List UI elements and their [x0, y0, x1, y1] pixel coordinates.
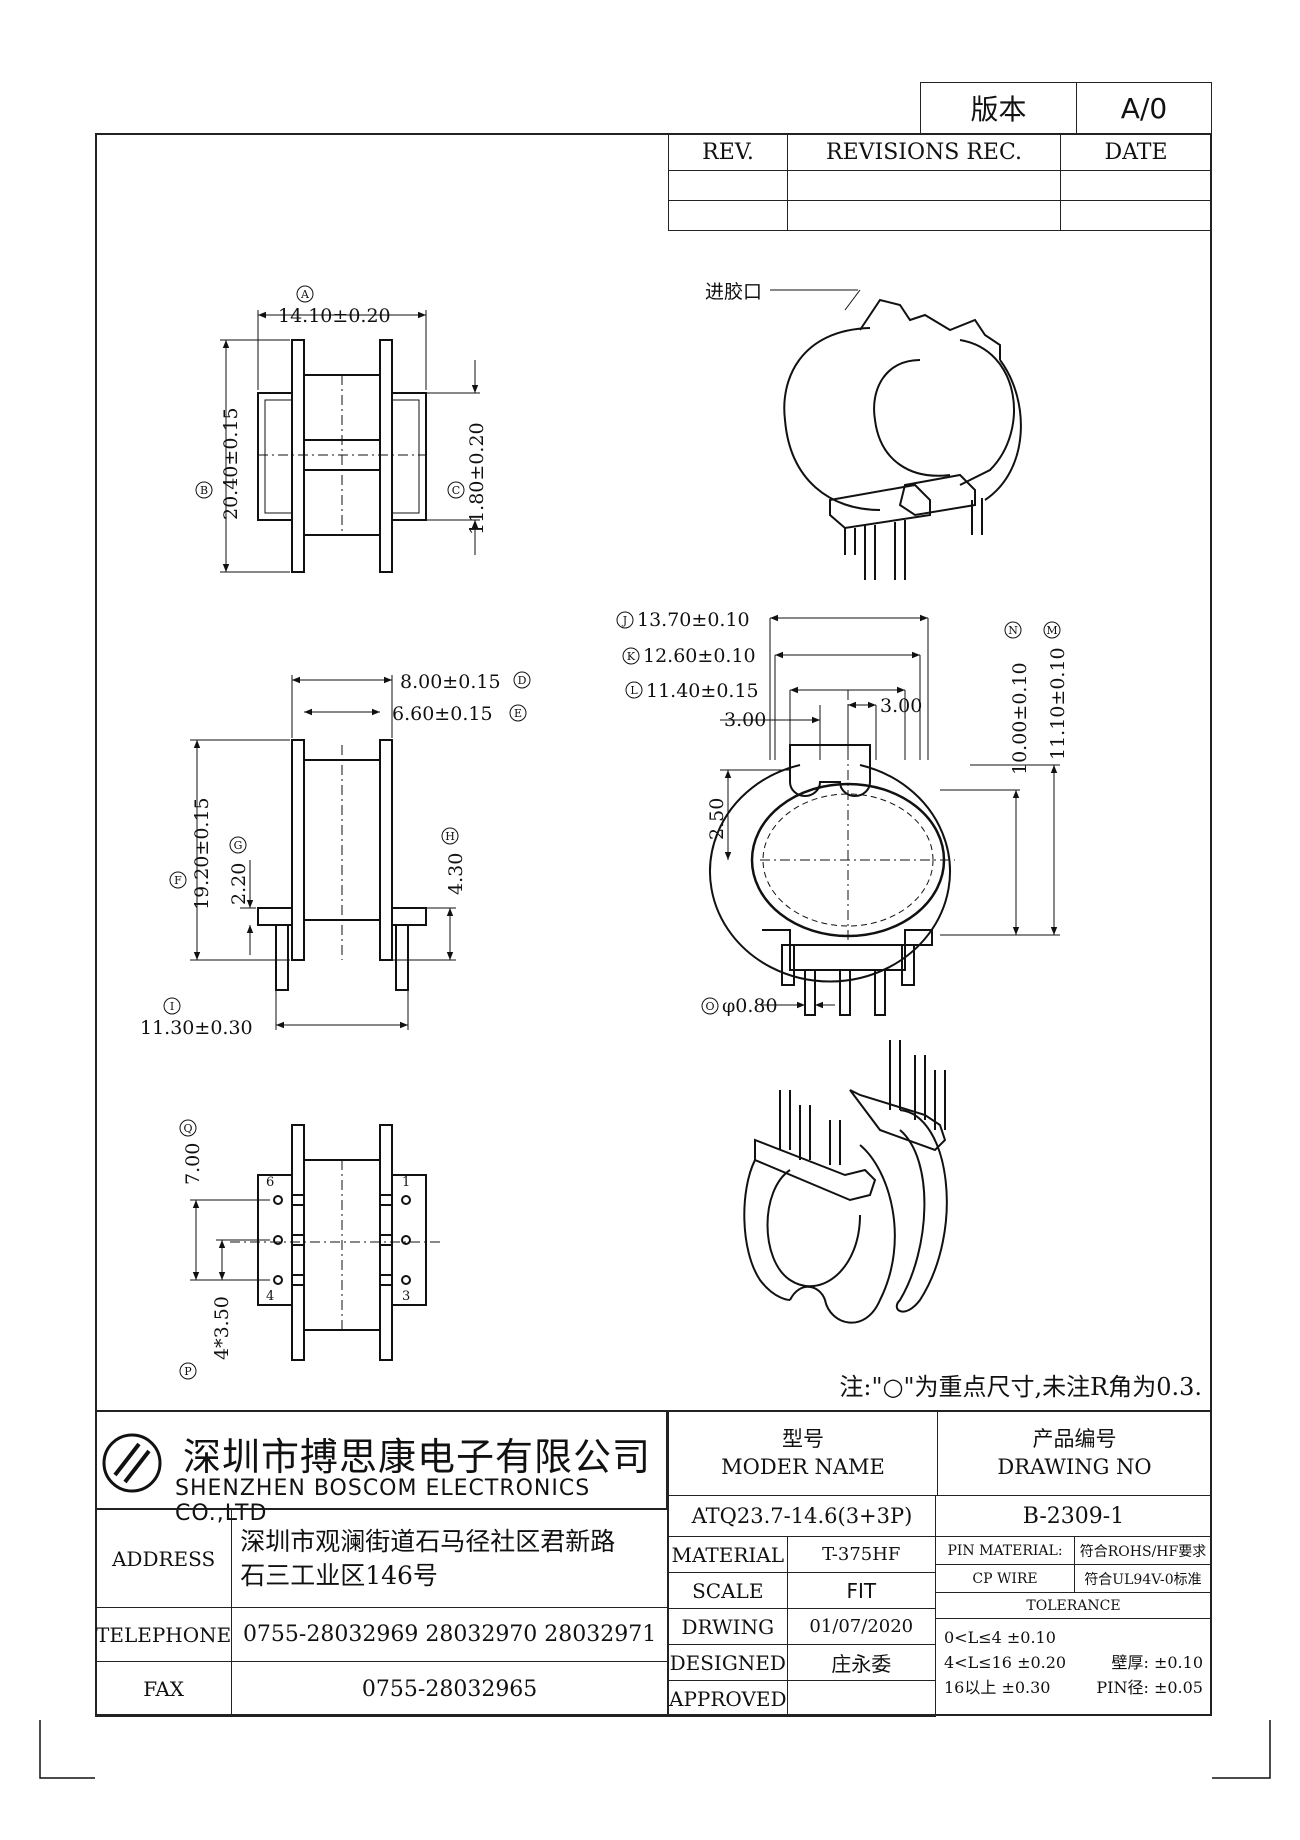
tag-b: B	[200, 484, 208, 497]
cp-wire-label: CP WIRE	[935, 1564, 1075, 1593]
designed-value: 庄永委	[786, 1644, 937, 1681]
title-block	[95, 1410, 1212, 1716]
address-line1: 深圳市观澜街道石马径社区君新路	[240, 1526, 616, 1556]
top-view	[220, 310, 480, 573]
tag-o: O	[705, 1000, 714, 1013]
company-name-cn: 深圳市搏思康电子有限公司	[183, 1435, 652, 1479]
drwing-label: DRWING	[668, 1608, 788, 1645]
tag-i: I	[170, 1000, 174, 1013]
version-value: A/0	[1076, 82, 1212, 134]
dim-e: 6.60±0.15	[392, 703, 493, 725]
dim-q: 7.00	[182, 1143, 204, 1185]
rev-header: REV.	[668, 133, 788, 171]
fax-value: 0755-28032965	[231, 1661, 668, 1717]
tag-g: G	[234, 839, 243, 852]
dim-3a: 3.00	[724, 709, 766, 731]
dim-l: 11.40±0.15	[646, 680, 759, 702]
designed-label: DESIGNED	[668, 1644, 788, 1681]
date-header: DATE	[1060, 133, 1212, 171]
fax-label: FAX	[94, 1661, 233, 1717]
iso-view-bottom	[743, 1040, 948, 1324]
dim-m: 11.10±0.10	[1047, 647, 1069, 760]
tolerance-row-2: 4<L≤16 ±0.20	[944, 1653, 1067, 1672]
drawing-no-label-en: DRAWING NO	[997, 1455, 1152, 1479]
tag-p: P	[184, 1365, 192, 1378]
tolerance-wall: 壁厚: ±0.10	[1111, 1653, 1203, 1672]
version-label: 版本	[920, 82, 1077, 134]
model-label-en: MODER NAME	[721, 1455, 885, 1479]
tag-m: M	[1046, 624, 1057, 637]
address-label: ADDRESS	[94, 1509, 233, 1608]
dim-a: 14.10±0.20	[278, 305, 391, 327]
dim-p: 4*3.50	[211, 1296, 233, 1360]
tag-l: L	[630, 684, 638, 697]
dim-o: φ0.80	[722, 995, 778, 1017]
dim-b: 20.40±0.15	[220, 407, 242, 520]
model-label-cn: 型号	[782, 1427, 824, 1451]
pin-3-label: 3	[402, 1289, 410, 1304]
pin-4-label: 4	[266, 1289, 274, 1304]
pin-material-value: 符合ROHS/HF要求	[1074, 1536, 1212, 1565]
tolerance-row-1: 0<L≤4 ±0.10	[944, 1628, 1056, 1647]
tag-e: E	[514, 707, 522, 720]
contact-table: ADDRESS 深圳市观澜街道石马径社区君新路 石三工业区146号 TELEPH…	[94, 1509, 668, 1717]
version-box: 版本 A/0	[920, 82, 1212, 134]
tolerance-pin: PIN径: ±0.05	[1096, 1678, 1203, 1697]
pin-1-label: 1	[402, 1175, 410, 1190]
iso-view-top	[770, 289, 1022, 580]
tolerance-row-3: 16以上 ±0.30	[944, 1678, 1051, 1697]
drawing-note: 注:"○"为重点尺寸,未注R角为0.3.	[839, 1373, 1202, 1401]
cp-wire-value: 符合UL94V-0标准	[1074, 1564, 1212, 1593]
tag-c: C	[452, 484, 460, 497]
company-block: 深圳市搏思康电子有限公司 SHENZHEN BOSCOM ELECTRONICS…	[95, 1410, 668, 1526]
approved-value	[786, 1680, 937, 1717]
model-value: ATQ23.7-14.6(3+3P)	[668, 1495, 936, 1537]
address-line2: 石三工业区146号	[240, 1560, 438, 1590]
tag-h: H	[445, 830, 455, 843]
tag-f: F	[174, 874, 182, 887]
material-value: T-375HF	[786, 1536, 937, 1573]
material-label: MATERIAL	[668, 1536, 788, 1573]
dim-h: 4.30	[445, 853, 467, 895]
scale-label: SCALE	[668, 1572, 788, 1609]
tag-k: K	[627, 650, 636, 663]
dim-c: 11.80±0.20	[466, 422, 488, 535]
dim-250: 2.50	[706, 798, 728, 840]
tag-q: Q	[183, 1122, 192, 1135]
dim-3b: 3.00	[880, 695, 922, 717]
dim-k: 12.60±0.10	[643, 645, 756, 667]
pin-material-label: PIN MATERIAL:	[935, 1536, 1075, 1565]
tag-j: J	[622, 614, 627, 627]
model-table: 型号 MODER NAME 产品编号 DRAWING NO	[668, 1410, 1212, 1496]
telephone-label: TELEPHONE	[94, 1607, 233, 1662]
dim-f: 19.20±0.15	[191, 797, 213, 910]
tolerance-title: TOLERANCE	[935, 1592, 1212, 1619]
tag-d: D	[518, 674, 527, 687]
drwing-value: 01/07/2020	[786, 1608, 937, 1645]
iso-gate-label: 进胶口	[705, 281, 762, 303]
drawing-no-value: B-2309-1	[935, 1495, 1212, 1537]
dim-n: 10.00±0.10	[1009, 662, 1031, 775]
revisions-table: REV. REVISIONS REC. DATE	[668, 133, 1212, 231]
spec-table-right: B-2309-1 PIN MATERIAL: 符合ROHS/HF要求 CP WI…	[935, 1495, 1212, 1716]
dim-g: 2.20	[228, 863, 250, 905]
scale-value: FIT	[786, 1572, 937, 1609]
pin-6-label: 6	[266, 1175, 274, 1190]
dim-i: 11.30±0.30	[140, 1017, 253, 1039]
dim-d: 8.00±0.15	[400, 671, 501, 693]
bottom-view	[190, 1124, 440, 1361]
tag-n: N	[1008, 624, 1018, 637]
revisions-rec-header: REVISIONS REC.	[787, 133, 1061, 171]
spec-table-left: ATQ23.7-14.6(3+3P) MATERIAL T-375HF SCAL…	[668, 1495, 937, 1717]
telephone-value: 0755-28032969 28032970 28032971	[231, 1607, 668, 1662]
tag-a: A	[300, 288, 310, 301]
side-view	[190, 675, 456, 1030]
drawing-no-label-cn: 产品编号	[1032, 1427, 1117, 1451]
approved-label: APPROVED	[668, 1680, 788, 1717]
dim-j: 13.70±0.10	[637, 609, 750, 631]
company-logo-icon	[102, 1433, 162, 1493]
front-view	[709, 614, 1060, 1016]
